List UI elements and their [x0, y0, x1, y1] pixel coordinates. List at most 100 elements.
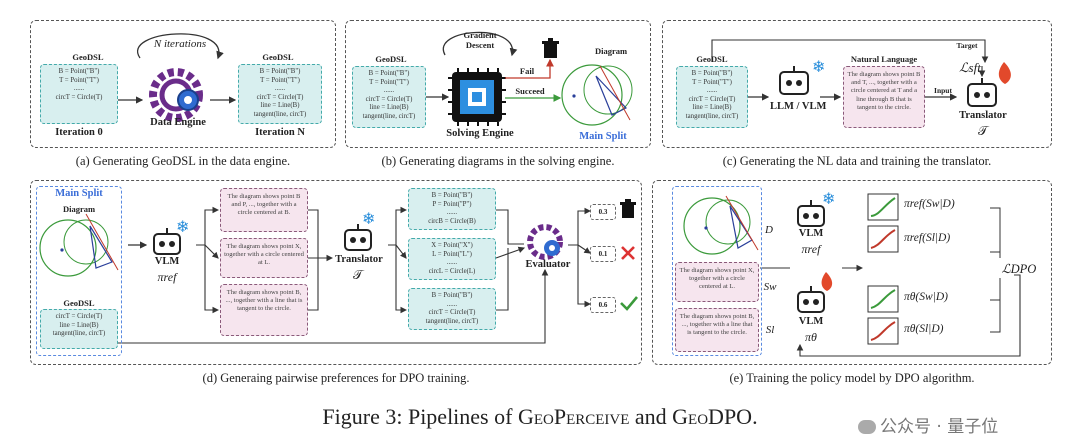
geodsl-code-a-right: B = Point("B") T = Point("T") ...... cir…: [238, 64, 322, 124]
loss-sft-label: ℒsft: [959, 60, 981, 75]
evaluator-label: Evaluator: [525, 259, 571, 270]
gradient-descent-text: Gradient Descent: [463, 30, 497, 50]
panel-a: [30, 20, 336, 148]
iteration-n-label: Iteration N: [255, 127, 305, 138]
diagram-b-figure: [561, 64, 633, 126]
figure-title-geodpo: GeoDPO: [672, 404, 753, 429]
watermark-text: 公众号 · 量子位: [880, 417, 999, 437]
caption-d: (d) Generaing pairwise preferences for D…: [202, 371, 470, 385]
pi-ref-label-d: πref: [157, 270, 177, 284]
sl-label: Sl: [765, 324, 775, 336]
vlm-theta-label: VLM: [798, 316, 824, 327]
panel-e: [652, 180, 1052, 365]
natural-language-title: Natural Language: [850, 54, 918, 64]
geodsl-code-b: B = Point("B") T = Point("T") ...... cir…: [352, 66, 426, 128]
caption-b: (b) Generating diagrams in the solving e…: [381, 154, 615, 168]
pi-theta-label: πθ: [805, 330, 817, 344]
main-split-label-d: Main Split: [55, 188, 103, 199]
code-line: circT = Circle(T): [256, 93, 304, 101]
plot-theta-sl-icon: [867, 317, 899, 345]
n-iterations-label: N iterations: [153, 38, 207, 50]
code-line: tangent(line, circT): [685, 112, 739, 120]
code-line: circT = Circle(T): [428, 309, 476, 317]
llm-vlm-label: LLM / VLM: [770, 101, 827, 112]
watermark: 公众号 · 量子位: [858, 412, 998, 437]
code-line: circL = Circle(L): [428, 267, 476, 275]
succeed-label: Succeed: [515, 86, 545, 96]
code-line: X = Point("X"): [431, 242, 473, 249]
frozen-snowflake-icon-d: ❄: [176, 219, 189, 236]
main-split-box-d: [36, 186, 122, 356]
translator-label-c: Translator: [959, 110, 1007, 121]
data-engine-gear-icon: [149, 68, 203, 122]
nl-box-e-2: The diagram shows point B, ..., together…: [675, 308, 759, 352]
code-line: P = Point("P"): [432, 200, 472, 208]
term-ref-sl: πref(Sl|D): [904, 232, 951, 244]
code-box-d-3: B = Point("B") ...... circT = Circle(T) …: [408, 288, 496, 330]
nl-box-d-3: The diagram shows point B, ..., together…: [220, 284, 308, 336]
wechat-icon: [858, 420, 876, 434]
plot-theta-sw-icon: [867, 285, 899, 313]
code-line: T = Point("T"): [692, 78, 732, 86]
code-line: line = Line(B): [260, 102, 300, 110]
frozen-snowflake-icon: ❄: [812, 59, 825, 76]
caption-e: (e) Training the policy model by DPO alg…: [729, 371, 975, 385]
translator-symbol-d: 𝒯: [353, 267, 363, 282]
diagram-label-b: Diagram: [594, 46, 628, 56]
plot-ref-sw-icon: [867, 193, 899, 221]
code-line: circT = Circle(T): [55, 93, 103, 101]
term-ref-sw: πref(Sw|D): [904, 198, 955, 210]
trash-icon: [542, 38, 559, 58]
check-icon: [620, 296, 638, 311]
cross-icon: [621, 246, 635, 260]
geodsl-title-b: GeoDSL: [375, 54, 407, 64]
d-label: D: [765, 224, 773, 236]
code-line: circT = Circle(T): [365, 95, 413, 103]
score-3: 0.6: [590, 297, 616, 313]
geodsl-title-d: GeoDSL: [63, 298, 95, 308]
code-box-d-1: B = Point("B") P = Point("P") ...... cir…: [408, 188, 496, 230]
code-line: ......: [274, 85, 286, 93]
gradient-descent-label: Gradient Descent: [450, 30, 510, 50]
vlm-ref-label: VLM: [798, 228, 824, 239]
caption-c: (c) Generating the NL data and training …: [722, 154, 992, 168]
vlm-theta-robot-icon: [797, 286, 825, 313]
figure-title-mid: and: [629, 404, 673, 429]
geodsl-code-d: circT = Circle(T) line = Line(B) tangent…: [40, 309, 118, 349]
code-line: B = Point("B"): [691, 70, 733, 77]
code-line: T = Point("T"): [59, 76, 99, 84]
sw-label: Sw: [763, 281, 777, 293]
code-box-d-2: X = Point("X") L = Point("L") ...... cir…: [408, 238, 496, 280]
evaluator-gear-icon: [527, 224, 563, 260]
panel-c: [662, 20, 1052, 148]
trash-icon-d: [620, 199, 636, 218]
target-label: Target: [956, 41, 978, 50]
score-1: 0.3: [590, 204, 616, 220]
code-line: circB = Circle(B): [428, 217, 476, 225]
code-line: line = Line(B): [692, 104, 732, 112]
plot-ref-sl-icon: [867, 225, 899, 253]
term-theta-sl: πθ(Sl|D): [904, 323, 944, 335]
code-line: B = Point("B"): [58, 68, 100, 75]
geodsl-code-c: B = Point("B") T = Point("T") ...... cir…: [676, 66, 748, 128]
code-line: circT = Circle(T): [688, 95, 736, 103]
code-line: B = Point("B"): [259, 68, 301, 75]
solving-engine-chip-icon: [448, 68, 506, 126]
code-line: line = Line(B): [369, 104, 409, 112]
diagram-d-figure: [39, 213, 119, 277]
code-line: line = Line(B): [59, 321, 99, 329]
score-2: 0.1: [590, 246, 616, 262]
translator-robot-icon-c: [967, 78, 997, 107]
geodsl-title-a-left: GeoDSL: [72, 52, 104, 62]
figure-title-prefix: Figure 3: Pipelines of: [322, 404, 518, 429]
code-line: tangent(line, circT): [425, 317, 479, 325]
fire-icon-e: [821, 272, 833, 291]
geodsl-title-c: GeoDSL: [696, 54, 728, 64]
code-line: B = Point("B"): [431, 292, 473, 299]
caption-a: (a) Generating GeoDSL in the data engine…: [75, 154, 291, 168]
solving-engine-label: Solving Engine: [446, 128, 514, 139]
frozen-snowflake-icon-e: ❄: [822, 191, 835, 208]
diagram-e-figure: [683, 195, 759, 255]
translator-label-d: Translator: [335, 254, 383, 265]
